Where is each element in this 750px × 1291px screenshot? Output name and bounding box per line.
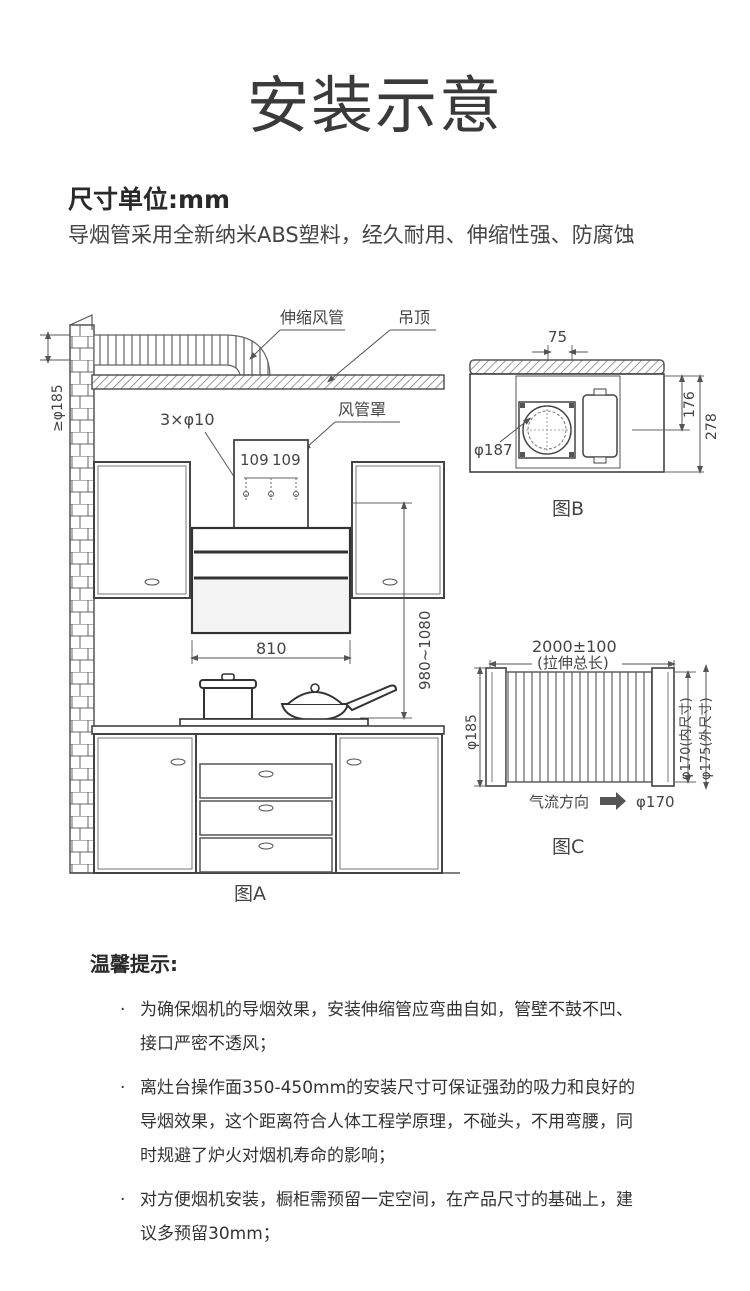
figure-a-caption: 图A bbox=[234, 883, 266, 905]
figure-c-caption: 图C bbox=[552, 836, 584, 858]
material-description: 导烟管采用全新纳米ABS塑料，经久耐用、伸缩性强、防腐蚀 bbox=[68, 223, 635, 247]
dim-176: 176 bbox=[682, 391, 698, 418]
tip-text: 对方便烟机安装，橱柜需预留一定空间，在产品尺寸的基础上，建议多预留30mm； bbox=[140, 1190, 633, 1244]
dim-outer-diameter: φ175(外尺寸) bbox=[699, 697, 714, 780]
dim-109-left: 109 bbox=[240, 451, 269, 469]
flexible-duct bbox=[93, 334, 271, 376]
dim-duct-length-note: (拉伸总长) bbox=[537, 654, 609, 672]
tip-item: · 离灶台操作面350-450mm的安装尺寸可保证强劲的吸力和良好的导烟效果，这… bbox=[120, 1071, 636, 1173]
flexible-duct-extended bbox=[485, 667, 675, 787]
stock-pot bbox=[199, 673, 257, 720]
figure-b-caption: 图B bbox=[552, 498, 584, 520]
dim-187: φ187 bbox=[474, 441, 513, 459]
tip-text: 离灶台操作面350-450mm的安装尺寸可保证强劲的吸力和良好的导烟效果，这个距… bbox=[140, 1078, 636, 1166]
label-airflow: 气流方向 bbox=[529, 793, 589, 811]
label-ceiling: 吊顶 bbox=[398, 308, 430, 327]
base-cabinet-drawers bbox=[195, 733, 337, 874]
frying-pan bbox=[280, 683, 398, 722]
tip-item: · 对方便烟机安装，橱柜需预留一定空间，在产品尺寸的基础上，建议多预留30mm； bbox=[120, 1183, 636, 1251]
brick-wall bbox=[69, 324, 95, 874]
dim-install-height: 980~1080 bbox=[416, 611, 434, 690]
bullet-dot-icon: · bbox=[120, 1078, 126, 1098]
dim-hood-width: 810 bbox=[256, 639, 287, 658]
label-holes: 3×φ10 bbox=[160, 410, 215, 429]
figure-b: 75 φ187 176 278 bbox=[469, 328, 720, 520]
motor-box bbox=[582, 388, 618, 464]
bullet-dot-icon: · bbox=[120, 1190, 126, 1210]
cooktop bbox=[179, 718, 369, 727]
base-cabinet-right bbox=[335, 733, 443, 874]
wall-cabinet-left bbox=[93, 461, 191, 599]
dim-278: 278 bbox=[704, 413, 720, 440]
tip-item: · 为确保烟机的导烟效果，安装伸缩管应弯曲自如，管壁不鼓不凹、接口严密不透风； bbox=[120, 993, 636, 1061]
label-flexible-duct: 伸缩风管 bbox=[280, 308, 344, 327]
range-hood bbox=[190, 526, 352, 635]
tips-heading: 温馨提示: bbox=[90, 952, 178, 976]
bullet-dot-icon: · bbox=[120, 1000, 126, 1020]
base-cabinet-left bbox=[93, 733, 197, 874]
dim-75: 75 bbox=[548, 328, 567, 346]
unit-label: 尺寸单位:mm bbox=[68, 185, 231, 214]
ceiling-section bbox=[469, 359, 665, 375]
label-duct-cover: 风管罩 bbox=[338, 400, 386, 419]
figure-a: ≥φ185 伸缩风管 吊顶 3×φ10 风管罩 109 109 bbox=[40, 308, 460, 905]
dim-duct-min: ≥φ185 bbox=[50, 384, 66, 432]
airflow-arrow-icon bbox=[600, 792, 626, 810]
page-title: 安装示意 bbox=[246, 69, 503, 142]
tip-text: 为确保烟机的导烟效果，安装伸缩管应弯曲自如，管壁不鼓不凹、接口严密不透风； bbox=[140, 1000, 633, 1054]
dim-109-right: 109 bbox=[272, 451, 301, 469]
dim-inner-diameter: φ170(内尺寸) bbox=[678, 697, 694, 780]
dim-170: φ170 bbox=[636, 793, 675, 811]
wall-cabinet-right bbox=[351, 461, 445, 599]
ceiling-board bbox=[91, 374, 445, 390]
countertop bbox=[91, 725, 445, 735]
dim-185: φ185 bbox=[464, 714, 480, 750]
figure-c: 2000±100 (拉伸总长) φ185 φ170(内尺寸) φ175(外尺寸)… bbox=[464, 637, 714, 858]
installation-diagram: ≥φ185 伸缩风管 吊顶 3×φ10 风管罩 109 109 bbox=[40, 308, 720, 905]
dim-duct-length: 2000±100 bbox=[532, 637, 617, 656]
outlet-flange bbox=[518, 401, 576, 459]
